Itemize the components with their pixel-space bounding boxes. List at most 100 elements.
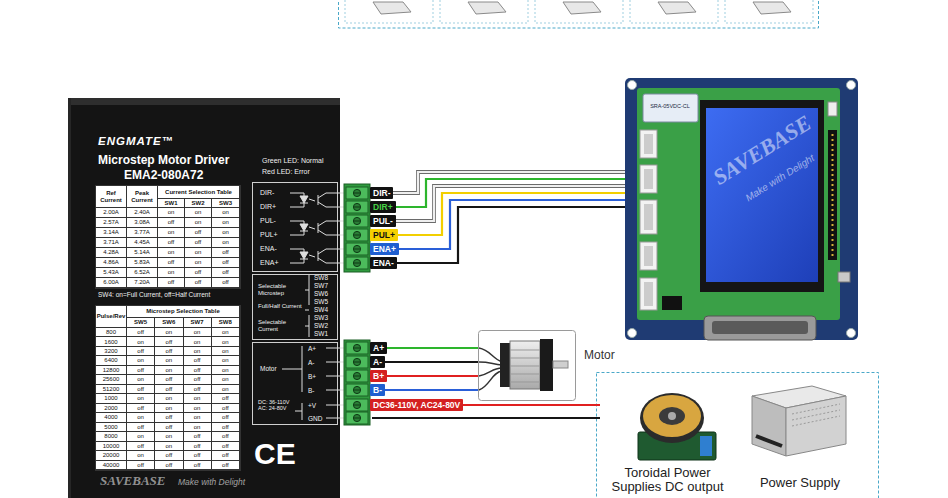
switch-name: SW2 [314,322,336,330]
top-product-strip [563,2,601,14]
table-header: Peak Current [127,186,158,208]
terminal-block [354,390,360,391]
terminal-block [346,370,368,382]
switching-power-supply [792,404,840,426]
table-header: SW7 [184,318,212,328]
table-cell: on [184,328,212,337]
wire [372,389,478,391]
terminal-block [354,376,360,377]
table-cell: off [155,461,183,470]
wire-outline [372,186,625,221]
table-cell: 4000 [96,413,127,422]
switch-name: SW4 [314,306,336,314]
controller-board [838,272,850,282]
stepper-motor [479,348,502,390]
switch-bracket [305,315,309,337]
optocoupler-symbol [300,224,308,231]
terminal-name: B- [308,386,324,395]
controller-board [847,81,856,90]
table-cell: 3200 [96,347,127,356]
switch-bracket [305,275,309,305]
table-cell: on [184,337,212,346]
ce-mark: CE [254,436,314,472]
table-cell: 3.71A [96,238,127,248]
terminal-block [346,412,368,424]
table-cell: 1000 [96,394,127,403]
table-cell: off [127,328,155,337]
table-cell: on [155,432,183,441]
signal-name: ENA+ [260,258,290,268]
controller-board [625,78,858,340]
wire-tag: A- [370,356,385,368]
wire [372,172,625,193]
controller-board [640,242,657,270]
wire-tag: DIR- [370,187,393,199]
top-product-strip [339,0,819,28]
controller-board [847,329,856,338]
terminal-block [354,348,360,349]
terminal-block [354,221,360,222]
terminal-block [353,372,360,379]
table-header: Microstep Selection Table [127,306,240,318]
table-cell: on [127,413,155,422]
switch-name: SW6 [314,290,336,298]
optocoupler-symbol [300,252,308,259]
table-cell: off [127,347,155,356]
watermark: Make with Delight [178,478,245,488]
table-cell: 4.28A [96,248,127,258]
table-cell: off [127,423,155,432]
table-cell: on [212,385,240,394]
table-cell: off [212,248,240,258]
table-cell: on [155,442,183,451]
switching-power-supply [752,396,786,456]
table-cell: on [158,268,185,278]
optocoupler-symbol [318,193,344,207]
table-cell: on [184,404,212,413]
optocoupler-symbol [300,231,308,232]
switch-group: Selectable Current [258,319,304,333]
table-cell: on [185,248,212,258]
wire-tag: B- [370,384,385,396]
driver-housing [68,98,340,498]
optocoupler-symbol [318,221,344,235]
terminal-block [353,358,360,365]
table-cell: off [184,442,212,451]
terminal-block [344,184,370,272]
table-header: SW5 [127,318,155,328]
terminal-block [346,384,368,396]
table-cell: on [127,337,155,346]
table-cell: 12800 [96,366,127,375]
driver-housing [96,306,241,471]
controller-board [643,94,698,122]
table-cell: off [212,432,240,441]
driver-housing [68,98,340,105]
controller-board [828,102,837,116]
terminal-block [354,362,360,363]
switch-bracket [305,275,309,337]
wire [372,375,478,377]
switch-name: SW5 [314,298,336,306]
table-cell: on [184,423,212,432]
wire-tag: PUL+ [370,229,398,241]
part-name: Motor [584,347,628,363]
table-cell: 40000 [96,461,127,470]
switch-name: SW1 [314,330,336,338]
table-header: Current Selection Table [158,186,240,199]
toroidal-transformer [659,407,685,425]
wire-tag: A+ [370,342,387,354]
toroidal-transformer [640,393,704,443]
optocoupler-symbol [309,199,315,201]
table-cell: 800 [96,328,127,337]
driver-housing [253,183,338,272]
watermark: SAVEBASE [708,110,815,190]
top-product-strip [339,0,819,28]
wire [372,417,600,419]
switching-power-supply [756,436,782,446]
table-cell: 4.86A [96,258,127,268]
motor-port-lines [326,348,344,418]
table-cell: off [212,394,240,403]
terminal-block [346,243,368,255]
table-cell: off [155,451,183,460]
stepper-motor [540,339,553,391]
